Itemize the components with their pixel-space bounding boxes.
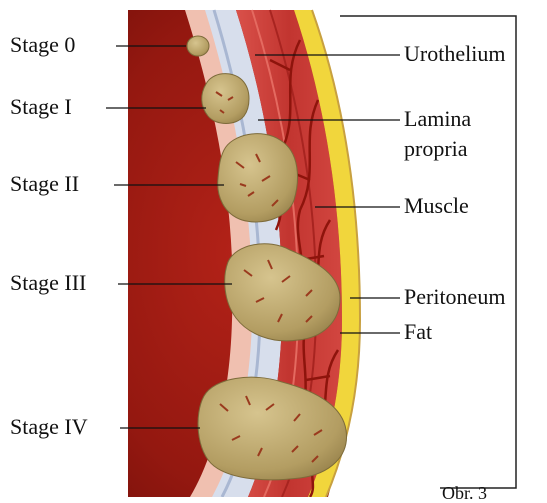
label-stage-3: Stage III [10,272,86,294]
label-stage-0: Stage 0 [10,34,75,56]
label-peritoneum: Peritoneum [404,286,505,308]
label-urothelium: Urothelium [404,43,505,65]
label-stage-4: Stage IV [10,416,88,438]
label-muscle: Muscle [404,195,469,217]
label-stage-2: Stage II [10,173,79,195]
tumor-stage-1 [202,74,249,124]
tumor-stage-0 [187,36,209,56]
figure-caption: Obr. 3 [442,484,487,502]
tumor-stage-2 [218,134,298,222]
label-stage-1: Stage I [10,96,72,118]
label-propria: propria [404,138,468,160]
label-lamina: Lamina [404,108,471,130]
label-fat: Fat [404,321,432,343]
